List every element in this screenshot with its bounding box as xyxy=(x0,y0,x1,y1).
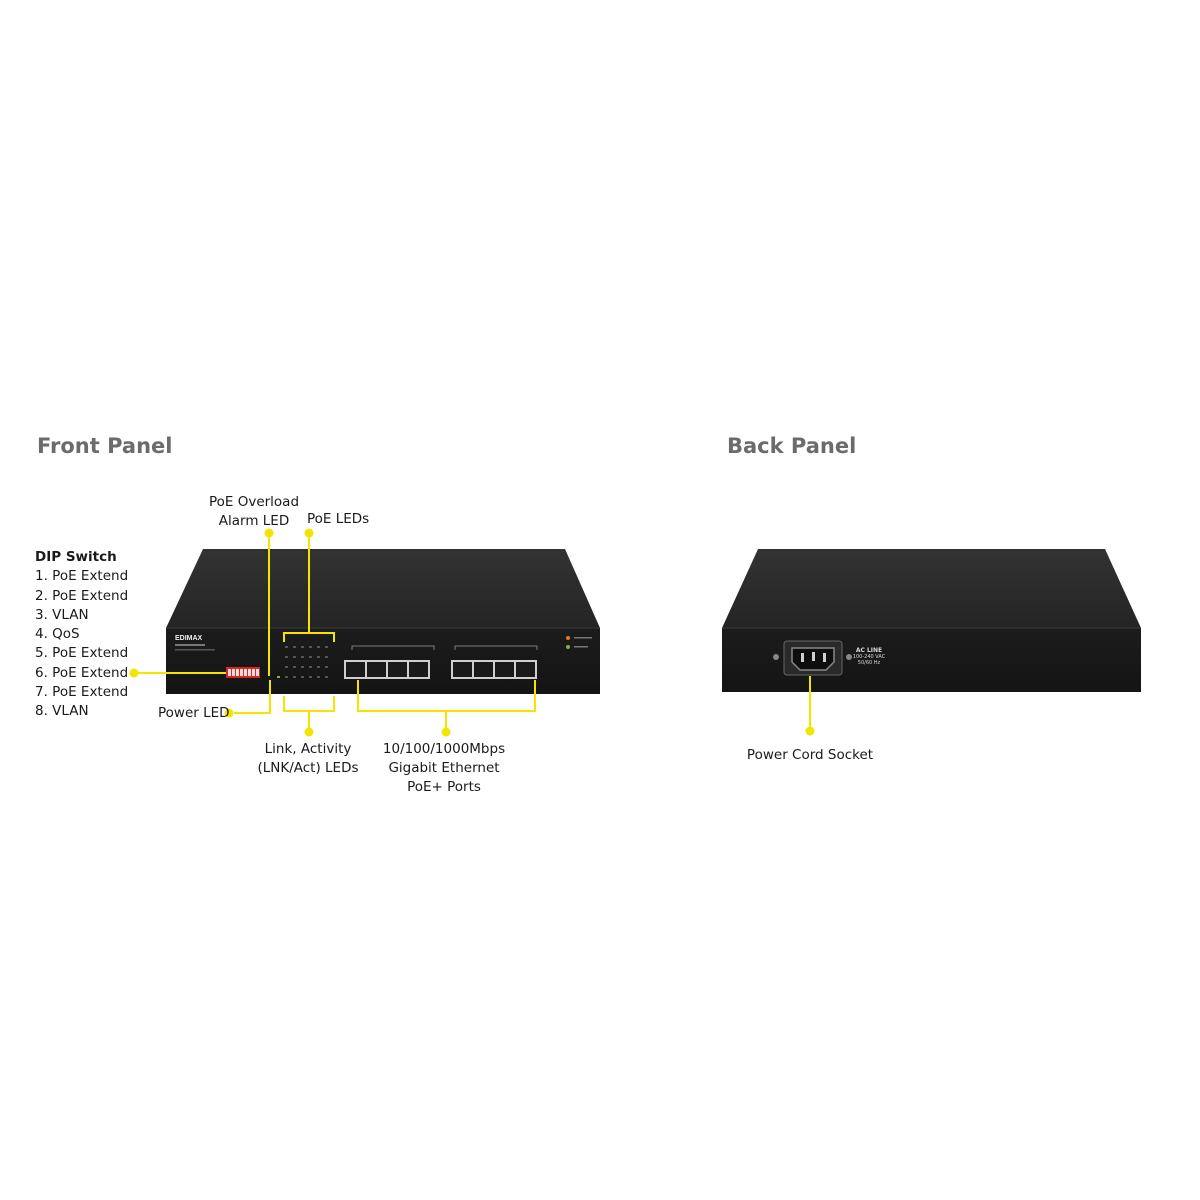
dip-switch-item: 2. PoE Extend xyxy=(35,587,129,604)
socket-spec-line3: 50/60 Hz xyxy=(858,660,881,666)
ports-label-line3: PoE+ Ports xyxy=(407,779,481,795)
back-switch-top xyxy=(722,549,1141,628)
ports-label-line2: Gigabit Ethernet xyxy=(388,760,500,776)
front-switch-top xyxy=(166,549,600,628)
socket-spec-line2: 100-240 VAC xyxy=(853,654,886,660)
link-activity-label-line2: (LNK/Act) LEDs xyxy=(257,760,359,776)
back-callout-dot xyxy=(805,726,815,736)
dip-switch-item: 3. VLAN xyxy=(35,606,89,623)
led-grid xyxy=(277,646,328,678)
poe-overload-label-line1: PoE Overload xyxy=(208,494,300,510)
ports-label: 10/100/1000Mbps Gigabit Ethernet PoE+ Po… xyxy=(383,740,505,797)
dip-switch-item: 7. PoE Extend xyxy=(35,684,129,701)
back-panel-title: Back Panel xyxy=(727,434,857,458)
poe-overload-indicator xyxy=(566,636,570,640)
dip-switch-item: 4. QoS xyxy=(35,626,80,643)
poe-leds-label: PoE LEDs xyxy=(307,511,370,527)
poe-overload-label-line2: Alarm LED xyxy=(218,513,290,529)
dip-switch-block xyxy=(226,667,260,678)
front-switch-device: EDIMAX xyxy=(166,549,600,694)
front-panel-title: Front Panel xyxy=(37,434,173,458)
dip-switch-list: DIP Switch 1. PoE Extend 2. PoE Extend 3… xyxy=(35,548,128,722)
socket-spec-line1: AC LINE xyxy=(856,647,882,654)
power-cord-socket-label: Power Cord Socket xyxy=(746,747,874,763)
ports-label-line1: 10/100/1000Mbps xyxy=(382,741,506,757)
link-activity-label-line1: Link, Activity xyxy=(264,741,352,757)
front-callout-dots xyxy=(129,528,451,737)
ethernet-ports xyxy=(344,660,537,679)
dip-switch-item: 1. PoE Extend xyxy=(35,568,129,585)
power-socket xyxy=(773,640,852,676)
link-activity-label: Link, Activity (LNK/Act) LEDs xyxy=(257,740,358,778)
power-led-label: Power LED xyxy=(158,705,230,721)
dip-switch-heading: DIP Switch xyxy=(35,549,117,565)
poe-overload-label: PoE Overload Alarm LED xyxy=(209,493,299,531)
front-callout-lines xyxy=(136,534,536,732)
dip-switch-item: 6. PoE Extend xyxy=(35,664,129,681)
dip-switch-item: 5. PoE Extend xyxy=(35,645,129,662)
dip-switch-item: 8. VLAN xyxy=(35,703,89,720)
back-switch-device: AC LINE 100-240 VAC 50/60 Hz xyxy=(722,549,1141,692)
edimax-logo: EDIMAX xyxy=(175,635,203,642)
power-indicator xyxy=(566,645,570,649)
